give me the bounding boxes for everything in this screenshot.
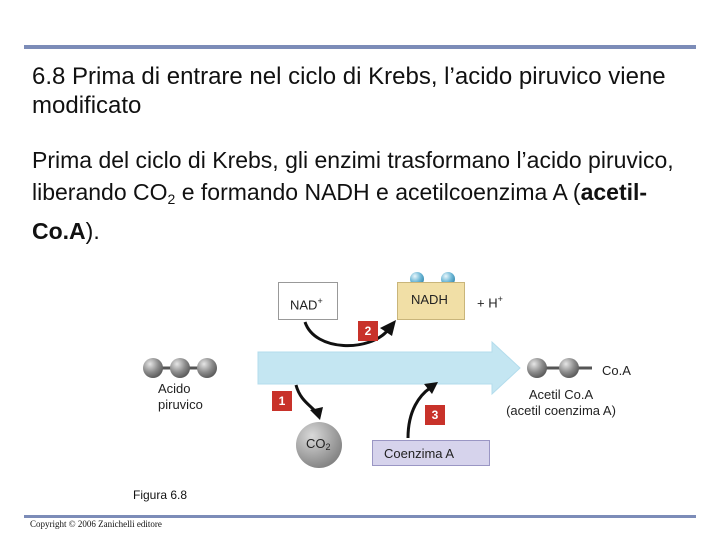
acetyl-atom-2 bbox=[559, 358, 579, 378]
body-text-1: Prima del ciclo di Krebs, gli enzimi tra… bbox=[32, 147, 674, 205]
body-subscript: 2 bbox=[167, 191, 176, 207]
nad-box bbox=[278, 282, 338, 320]
body-text-3: ). bbox=[85, 218, 100, 244]
acetyl-coa-label: Acetil Co.A(acetil coenzima A) bbox=[498, 387, 624, 419]
pyruvate-atom-1 bbox=[143, 358, 163, 378]
h-plus-sup: + bbox=[497, 294, 503, 304]
co2-molecule bbox=[296, 422, 342, 468]
co2-label: CO2 bbox=[306, 436, 331, 455]
top-rule bbox=[24, 45, 696, 49]
nadh-box bbox=[397, 282, 465, 320]
h-plus-base: + H bbox=[477, 295, 498, 311]
pyruvic-line-2: piruvico bbox=[158, 397, 203, 412]
pyruvate-atom-2 bbox=[170, 358, 190, 378]
nad-label-base: NAD bbox=[290, 297, 318, 313]
coenzyme-join-arrow bbox=[406, 386, 431, 439]
step-1-badge: 1 bbox=[272, 391, 292, 411]
slide-title: 6.8 Prima di entrare nel ciclo di Krebs,… bbox=[32, 63, 666, 119]
coenzyme-a-box bbox=[372, 440, 490, 466]
co2-base: CO bbox=[306, 436, 326, 451]
coa-label: Co.A bbox=[602, 363, 631, 378]
acetyl-atom-1 bbox=[527, 358, 547, 378]
body-text-2: e formando NADH e acetilcoenzima A ( bbox=[175, 179, 581, 205]
acetyl-line-1: Acetil Co.A bbox=[528, 387, 594, 402]
step-3-badge: 3 bbox=[425, 405, 445, 425]
nad-to-nadh-arrow bbox=[303, 321, 390, 348]
slide-body-text: Prima del ciclo di Krebs, gli enzimi tra… bbox=[32, 144, 692, 247]
h-plus-label: + H+ bbox=[477, 291, 503, 311]
main-flow-arrow bbox=[257, 340, 521, 396]
figure-label: Figura 6.8 bbox=[133, 488, 188, 502]
acetyl-line-2: (acetil coenzima A) bbox=[506, 403, 616, 418]
body-bold-term: acetil-Co.A bbox=[32, 179, 648, 244]
pyruvic-line-1: Acido bbox=[158, 381, 191, 396]
step-2-badge: 2 bbox=[358, 321, 378, 341]
coenzyme-a-label: Coenzima A bbox=[384, 446, 455, 461]
nad-label-sup: + bbox=[317, 296, 323, 306]
bottom-rule bbox=[24, 515, 696, 518]
co2-release-arrow bbox=[294, 384, 318, 414]
nadh-label: NADH bbox=[411, 292, 448, 307]
nad-label: NAD+ bbox=[290, 293, 323, 313]
pyruvate-atom-3 bbox=[197, 358, 217, 378]
co2-sub: 2 bbox=[325, 442, 331, 452]
copyright-text: Copyright © 2006 Zanichelli editore bbox=[30, 519, 162, 529]
